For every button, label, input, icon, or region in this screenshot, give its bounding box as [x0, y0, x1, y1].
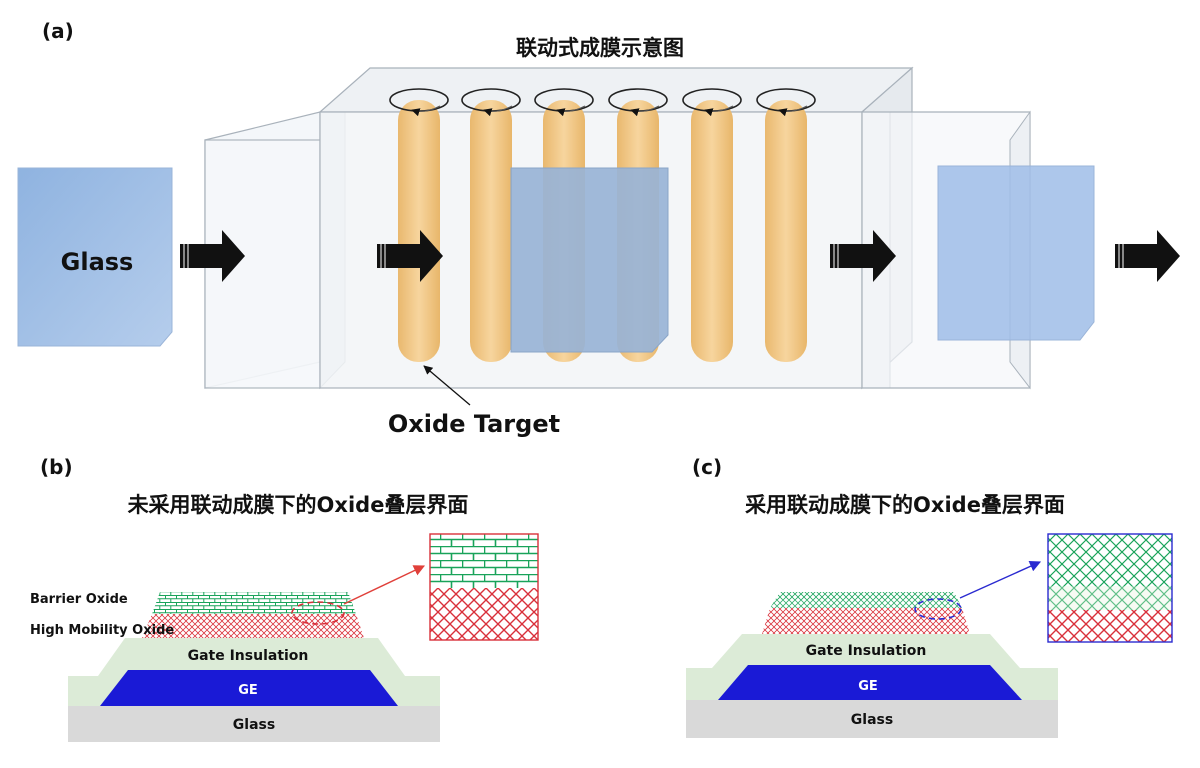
- glass-plate-input: [17, 167, 173, 347]
- flow-arrow-2: [377, 230, 443, 282]
- stack-b: [68, 592, 440, 742]
- mixed-layer-c: [770, 600, 962, 608]
- target-rod-1: [398, 100, 440, 362]
- glass-substrate-b: [68, 706, 440, 742]
- high-mobility-oxide-label: High Mobility Oxide: [30, 623, 174, 638]
- flow-arrows: [180, 230, 1180, 282]
- glass-label: Glass: [61, 248, 134, 276]
- panel-b-title: 未采用联动成膜下的Oxide叠层界面: [128, 493, 469, 517]
- ge-label-b: GE: [238, 683, 258, 698]
- rotation-rings: [389, 88, 816, 112]
- barrier-oxide-label: Barrier Oxide: [30, 592, 128, 607]
- flow-arrow-stripes: [183, 244, 1124, 268]
- interface-highlight-b: [291, 601, 345, 625]
- zoom-arrow-c: [959, 561, 1042, 599]
- high-mobility-layer-c: [762, 608, 970, 634]
- flow-arrow-4: [1115, 230, 1180, 282]
- flow-arrow-1: [180, 230, 245, 282]
- gate-insulation-label-b: Gate Insulation: [188, 648, 309, 664]
- panel-b-label: (b): [40, 455, 73, 479]
- panel-c-label: (c): [692, 455, 722, 479]
- target-rod-6: [765, 100, 807, 362]
- high-mobility-layer-b: [142, 614, 364, 638]
- stack-c: [686, 592, 1058, 738]
- panel-a-label: (a): [42, 19, 74, 43]
- rotation-arrows: [411, 105, 808, 117]
- glass-label-b: Glass: [233, 717, 275, 733]
- gate-electrode-b: [100, 670, 398, 706]
- zoom-inset-c: [1047, 533, 1173, 643]
- gate-insulation-label-c: Gate Insulation: [806, 643, 927, 659]
- target-rod-2: [470, 100, 512, 362]
- barrier-layer-b: [152, 592, 356, 614]
- zoom-arrow-b: [343, 565, 426, 605]
- target-rod-5: [691, 100, 733, 362]
- glass-label-c: Glass: [851, 712, 893, 728]
- panel-c-title: 采用联动成膜下的Oxide叠层界面: [745, 493, 1065, 517]
- glass-plate-output: [937, 165, 1095, 341]
- interface-highlight-c: [914, 598, 962, 620]
- ge-label-c: GE: [858, 679, 878, 694]
- barrier-layer-c: [775, 592, 958, 600]
- gate-electrode-c: [718, 665, 1022, 700]
- oxide-target-rods: [398, 100, 807, 362]
- target-label: Oxide Target: [388, 410, 560, 438]
- panel-a-title: 联动式成膜示意图: [516, 36, 684, 60]
- glass-substrate-c: [686, 700, 1058, 738]
- load-lock-chamber: [204, 111, 346, 390]
- zoom-inset-b: [429, 533, 539, 641]
- flow-arrow-3: [830, 230, 896, 282]
- glass-plate-in-chamber: [510, 167, 669, 353]
- target-pointer-arrow: [423, 365, 471, 406]
